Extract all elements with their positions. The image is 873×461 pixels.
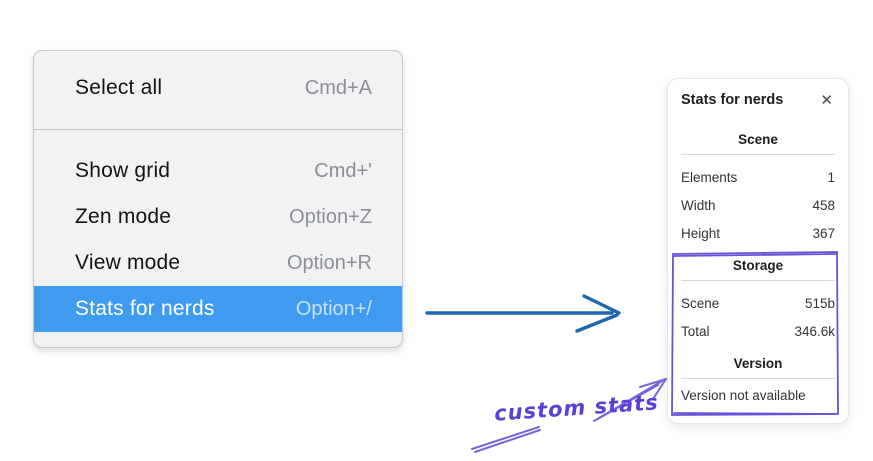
section-divider: [681, 378, 835, 379]
section-header-version: Version: [733, 356, 783, 371]
version-note: Version not available: [681, 388, 806, 403]
menu-divider: [34, 129, 402, 130]
menu-item-shortcut: Cmd+': [314, 159, 372, 182]
menu-item-label: Select all: [75, 76, 163, 99]
stat-row-scene-size: Scene 515b: [681, 289, 835, 317]
menu-item-label: View mode: [75, 251, 181, 274]
menu-item-shortcut: Option+R: [286, 251, 372, 274]
stat-value: 346.6k: [794, 323, 835, 339]
stat-label: Width: [681, 197, 716, 213]
section-divider: [681, 154, 835, 155]
stat-label: Elements: [681, 169, 738, 185]
stat-label: Height: [681, 225, 721, 241]
section-divider: [681, 280, 835, 281]
section-header-scene: Scene: [738, 132, 778, 147]
menu-item-shortcut: Cmd+A: [304, 76, 372, 99]
stat-row-width: Width 458: [681, 191, 835, 219]
stat-value: 1: [827, 169, 835, 185]
stats-panel-title: Stats for nerds: [681, 92, 784, 108]
menu-item-label: Show grid: [75, 159, 171, 182]
menu-item-show-grid[interactable]: Show grid Cmd+': [34, 148, 402, 194]
menu-item-select-all[interactable]: Select all Cmd+A: [34, 65, 402, 111]
stat-row-elements: Elements 1: [681, 163, 835, 191]
close-icon[interactable]: ✕: [820, 91, 833, 109]
menu-item-shortcut: Option+Z: [289, 205, 372, 228]
menu-item-zen-mode[interactable]: Zen mode Option+Z: [34, 194, 402, 240]
flow-arrow-icon: [425, 294, 621, 333]
menu-item-label: Zen mode: [75, 205, 172, 228]
stat-label: Total: [681, 323, 710, 339]
section-header-storage: Storage: [732, 258, 784, 273]
menu-item-view-mode[interactable]: View mode Option+R: [34, 240, 402, 286]
annotation-text: custom stats: [493, 390, 660, 426]
menu-item-shortcut: Option+/: [295, 297, 372, 320]
stat-value: 515b: [804, 295, 835, 311]
stats-panel: Stats for nerds ✕ Scene Elements 1 Width…: [667, 78, 849, 424]
stats-panel-header: Stats for nerds ✕: [681, 89, 835, 111]
menu-item-stats-for-nerds[interactable]: Stats for nerds Option+/: [34, 286, 402, 332]
stat-label: Scene: [681, 295, 720, 311]
stat-row-total-size: Total 346.6k: [681, 317, 835, 345]
menu-item-label: Stats for nerds: [75, 297, 215, 320]
context-menu: Select all Cmd+A Show grid Cmd+' Zen mod…: [33, 50, 403, 348]
stat-value: 458: [812, 197, 835, 213]
stat-row-height: Height 367: [681, 219, 835, 247]
stat-value: 367: [812, 225, 835, 241]
